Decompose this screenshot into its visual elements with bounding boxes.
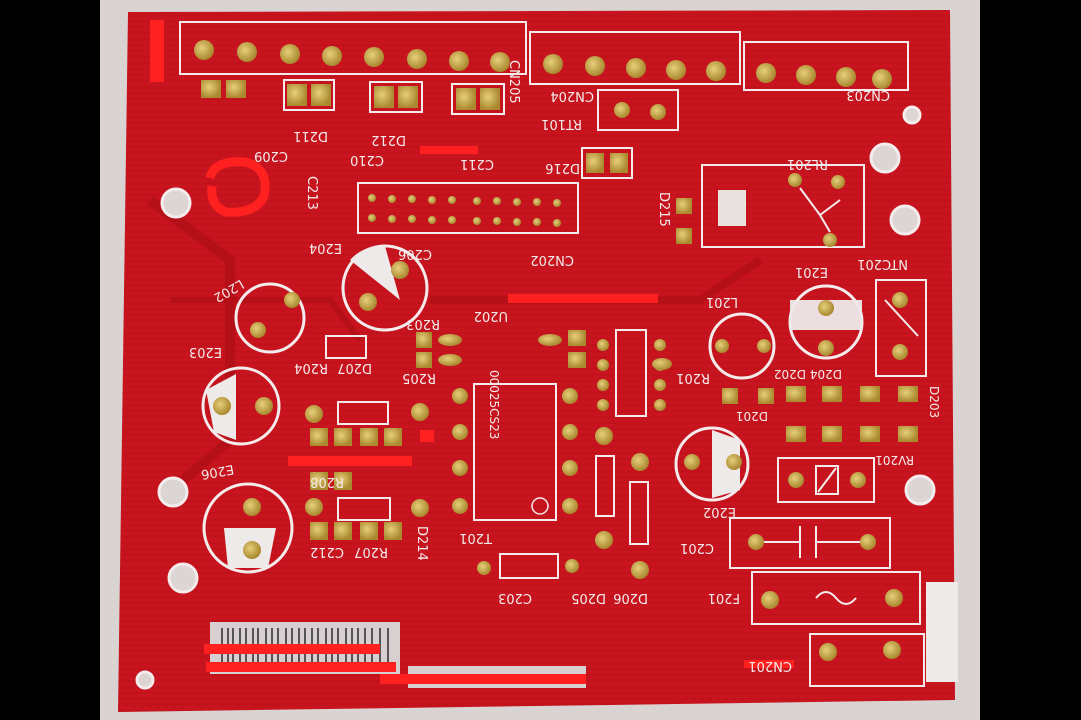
label-d216: D216 — [545, 160, 580, 175]
label-rt101: RT101 — [541, 116, 582, 131]
label-rl201: RL201 — [787, 156, 828, 171]
header-cn-top-left — [179, 21, 909, 91]
c201 — [729, 517, 891, 569]
label-e201: E201 — [795, 264, 828, 279]
label-e206: E206 — [200, 461, 235, 482]
label-e202: E202 — [703, 504, 736, 519]
label-r203: R203 — [406, 316, 440, 331]
cn202-header — [357, 182, 579, 234]
mounting-holes — [135, 105, 936, 690]
label-c212: C212 — [310, 544, 344, 559]
transformer-t201 — [452, 383, 578, 521]
f201 — [751, 571, 921, 625]
rv201 — [777, 457, 875, 503]
relay-symbol-icon — [799, 187, 841, 233]
label-d202: D202 — [774, 367, 806, 381]
label-r207: R207 — [354, 544, 388, 559]
label-cn204: CN204 — [550, 88, 594, 103]
label-u202: U202 — [474, 308, 508, 323]
label-t201: T201 — [459, 530, 493, 545]
dip-ic — [597, 329, 666, 417]
cap-e204 — [341, 244, 429, 332]
label-d205: D205 — [571, 590, 606, 605]
label-c201: C201 — [680, 540, 714, 555]
label-cn201: CN201 — [748, 658, 792, 673]
header-pads — [194, 40, 892, 89]
cap-e206 — [202, 482, 294, 574]
label-e203: E203 — [189, 344, 222, 359]
cn201 — [809, 633, 925, 687]
label-l201: L201 — [706, 294, 738, 309]
label-ntc201: NTC201 — [857, 256, 908, 271]
label-c210: C210 — [350, 152, 384, 167]
label-f201: F201 — [708, 590, 740, 605]
label-cn205: CN205 — [506, 60, 521, 104]
label-c211: C211 — [460, 156, 494, 171]
smd-pads-mid — [310, 330, 918, 540]
label-d215: D215 — [656, 192, 671, 227]
label-d207: D207 — [337, 360, 372, 375]
label-d212: D212 — [371, 132, 406, 147]
label-rv201: RV201 — [875, 453, 914, 467]
label-d201: D201 — [736, 409, 768, 423]
label-cn203: CN203 — [846, 87, 890, 102]
label-r201: R201 — [676, 370, 710, 385]
label-c206: C206 — [398, 246, 432, 261]
label-cn202: CN202 — [530, 252, 574, 267]
label-chip-text: 00025CS23 — [487, 370, 501, 439]
inductor-l202 — [234, 282, 306, 354]
label-r204: R204 — [294, 360, 328, 375]
label-c209: C209 — [254, 148, 288, 163]
label-d203: D203 — [927, 386, 941, 418]
label-e204: E204 — [309, 240, 342, 255]
cap-e201 — [788, 284, 864, 360]
label-c203: C203 — [498, 590, 532, 605]
cap-e203 — [201, 366, 281, 446]
label-d204: D204 — [810, 367, 842, 381]
inductor-l201 — [708, 312, 776, 380]
relay-rl201 — [701, 164, 865, 248]
pcb-board — [118, 10, 955, 712]
label-d206: D206 — [613, 590, 648, 605]
cap-e202 — [674, 426, 750, 502]
label-d214: D214 — [414, 526, 429, 561]
ntc201 — [875, 279, 927, 377]
redaction-marks — [150, 20, 794, 684]
fuse-symbol-icon — [815, 591, 857, 605]
label-r208: R208 — [310, 474, 344, 489]
smd-pads-top — [201, 80, 692, 244]
varistor-symbol-icon — [817, 467, 837, 493]
label-r205: R205 — [402, 370, 436, 385]
label-d211: D211 — [293, 128, 328, 143]
label-c213: C213 — [304, 176, 319, 210]
